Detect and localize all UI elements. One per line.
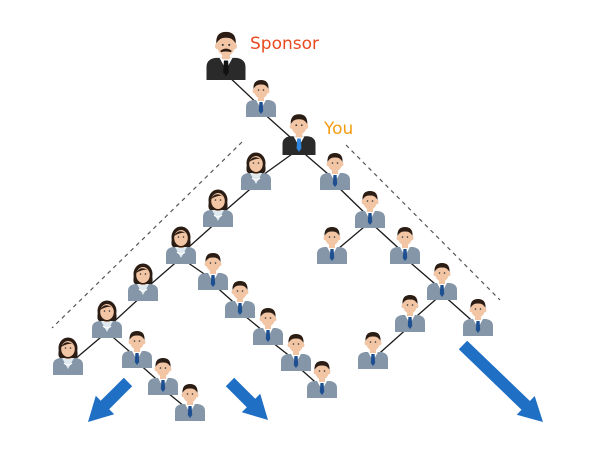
growth-arrow-right — [458, 340, 543, 422]
growth-arrow-left — [88, 377, 133, 422]
dashed-guides — [51, 141, 501, 329]
businessman-icon — [281, 334, 311, 371]
businessman-dark-mustache-icon — [206, 31, 246, 80]
businesswoman-icon — [241, 152, 271, 190]
businessman-icon — [122, 331, 152, 368]
growth-arrows — [88, 340, 543, 422]
businesswoman-icon — [203, 189, 233, 227]
businessman-icon — [395, 295, 425, 332]
growth-arrow-middle — [225, 377, 268, 420]
businessman-icon — [427, 263, 457, 300]
businesswoman-icon — [92, 300, 122, 338]
businessman-icon — [463, 299, 493, 336]
sponsor-label: Sponsor — [250, 34, 320, 54]
businessman-icon — [355, 191, 385, 228]
businessman-icon — [246, 80, 276, 117]
people-nodes — [53, 31, 493, 421]
businessman-icon — [320, 153, 350, 190]
businessman-icon — [317, 227, 347, 264]
you-label: You — [324, 119, 354, 139]
businesswoman-icon — [166, 226, 196, 264]
businessman-icon — [390, 227, 420, 264]
businessman-icon — [358, 332, 388, 369]
businessman-icon — [307, 361, 337, 398]
businessman-icon — [198, 253, 228, 290]
businesswoman-icon — [53, 337, 83, 375]
businessman-icon — [225, 281, 255, 318]
businessman-icon — [253, 308, 283, 345]
businessman-icon — [148, 358, 178, 395]
businessman-icon — [175, 384, 205, 421]
businessman-dark-suit-icon — [282, 114, 316, 155]
businesswoman-icon — [128, 263, 158, 301]
